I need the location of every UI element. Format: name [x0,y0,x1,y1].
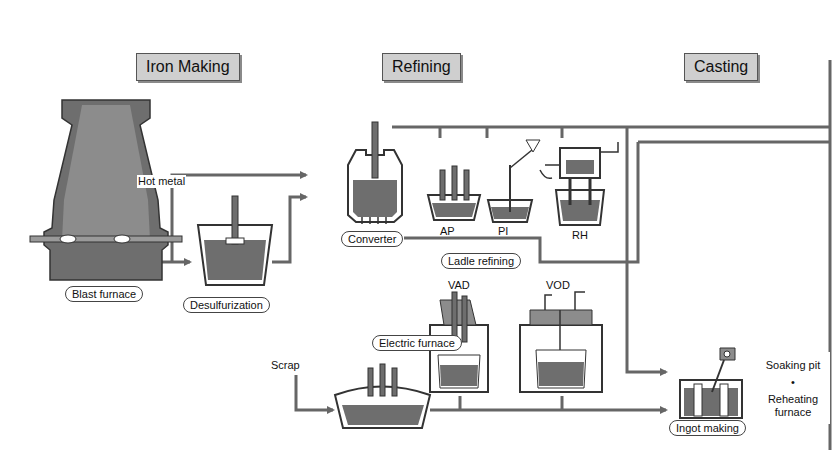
process-label: VAD [447,279,471,292]
stage-header: Casting [684,53,758,81]
stage-header: Refining [382,53,461,81]
node-text: Ladle refining [448,255,514,267]
node-text: Refining [392,58,451,76]
equipment-label: Desulfurization [183,297,270,313]
equipment-label: Converter [341,231,403,247]
process-label: Hot metal [137,175,186,188]
node-text: Desulfurization [190,299,263,311]
process-label: RH [571,229,589,242]
equipment-label: Ingot making [669,420,746,436]
equipment-label: Blast furnace [65,286,143,302]
equipment-label: Electric furnace [372,335,462,351]
process-label: Soaking pit [764,359,822,372]
node-text: Electric furnace [379,337,455,349]
node-text: Converter [348,233,396,245]
process-label: • [790,376,796,389]
process-label: Reheating furnace [762,393,824,418]
process-label: Scrap [270,359,301,372]
node-text: Iron Making [146,58,230,76]
stage-header: Iron Making [136,53,240,81]
node-text: Casting [694,58,748,76]
node-text: Ingot making [676,422,739,434]
node-text: Blast furnace [72,288,136,300]
equipment-label: Ladle refining [441,253,521,269]
process-label: VOD [545,279,571,292]
process-label: PI [497,225,509,238]
process-label: AP [439,225,456,238]
